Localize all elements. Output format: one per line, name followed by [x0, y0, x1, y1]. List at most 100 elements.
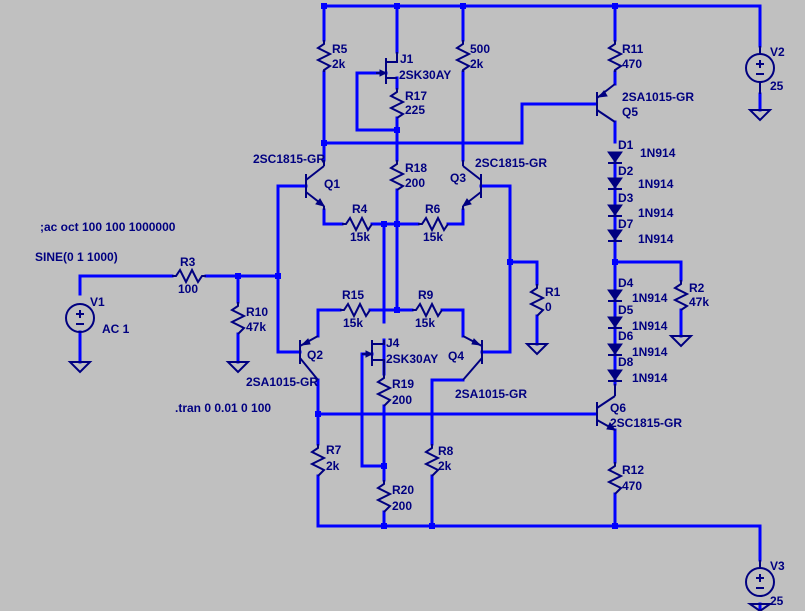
label-r500: 500: [470, 42, 490, 56]
transistor-q5[interactable]: [596, 83, 616, 123]
label-r500-value: 2k: [470, 57, 484, 71]
transistor-q1[interactable]: [305, 160, 326, 210]
diode-d3[interactable]: [607, 204, 623, 217]
voltage-source-v1[interactable]: [65, 303, 95, 333]
label-r7-value: 2k: [326, 459, 340, 473]
label-j1: J1: [400, 52, 414, 66]
label-q4: Q4: [448, 349, 464, 363]
label-d5: D5: [618, 303, 634, 317]
label-r18: R18: [405, 161, 427, 175]
label-r20: R20: [392, 483, 414, 497]
label-d5-model: 1N914: [632, 319, 668, 333]
resistor-r500[interactable]: [454, 40, 472, 72]
label-r8: R8: [438, 444, 454, 458]
label-r8-value: 2k: [438, 459, 452, 473]
label-q3: Q3: [450, 171, 466, 185]
label-d7: D7: [618, 217, 634, 231]
resistor-r1[interactable]: [528, 284, 546, 317]
label-r17-value: 225: [405, 103, 425, 117]
label-r12-value: 470: [622, 479, 642, 493]
label-r12: R12: [622, 463, 644, 477]
label-d7-model: 1N914: [638, 232, 674, 246]
transistor-q4[interactable]: [462, 335, 483, 381]
label-d4: D4: [618, 276, 634, 290]
voltage-source-v2[interactable]: [745, 46, 775, 94]
label-d3: D3: [618, 191, 634, 205]
label-r9-value: 15k: [415, 316, 435, 330]
voltage-source-v3[interactable]: [745, 560, 775, 597]
diode-d4[interactable]: [607, 289, 623, 302]
resistor-r10[interactable]: [229, 302, 247, 335]
resistor-r7[interactable]: [309, 444, 327, 477]
diode-d8[interactable]: [607, 369, 623, 382]
diode-d1[interactable]: [607, 151, 623, 164]
label-r17: R17: [405, 89, 427, 103]
label-r1-value: 0: [545, 300, 552, 314]
label-q2-model: 2SA1015-GR: [246, 375, 318, 389]
label-r5-value: 2k: [332, 57, 346, 71]
ground-symbols: [67, 109, 774, 611]
ac-directive: ;ac oct 100 100 1000000: [40, 220, 176, 234]
label-r10: R10: [246, 305, 268, 319]
label-r11-value: 470: [622, 57, 642, 71]
label-d1-model: 1N914: [640, 146, 676, 160]
resistor-r17[interactable]: [388, 88, 406, 119]
resistor-r2[interactable]: [672, 280, 690, 311]
label-d8: D8: [618, 355, 634, 369]
label-d6-model: 1N914: [632, 345, 668, 359]
label-v3: V3: [770, 559, 785, 573]
diode-d7[interactable]: [607, 229, 623, 242]
label-d6: D6: [618, 329, 634, 343]
label-r11: R11: [622, 42, 644, 56]
resistor-r8[interactable]: [423, 444, 441, 477]
resistor-r15[interactable]: [340, 301, 371, 319]
label-r19-value: 200: [392, 393, 412, 407]
label-v1-ac: AC 1: [102, 322, 130, 336]
label-d1: D1: [618, 138, 634, 152]
label-q5-model: 2SA1015-GR: [622, 90, 694, 104]
resistor-r9[interactable]: [412, 301, 443, 319]
resistor-r3[interactable]: [172, 267, 206, 285]
transistor-q3[interactable]: [461, 160, 482, 210]
sine-source-spec: SINE(0 1 1000): [35, 250, 118, 264]
resistor-r18[interactable]: [388, 160, 406, 191]
label-q3-model: 2SC1815-GR: [475, 156, 547, 170]
label-r5: R5: [332, 42, 348, 56]
resistor-r19[interactable]: [375, 374, 393, 407]
label-r3: R3: [180, 255, 196, 269]
resistor-r6[interactable]: [418, 215, 449, 233]
label-q2: Q2: [307, 348, 323, 362]
label-v3-value: 25: [770, 594, 784, 608]
label-r9: R9: [418, 288, 434, 302]
label-q4-model: 2SA1015-GR: [455, 387, 527, 401]
transistor-q2[interactable]: [299, 335, 319, 381]
label-r15-value: 15k: [343, 316, 363, 330]
label-r19: R19: [392, 377, 414, 391]
label-r2-value: 47k: [689, 295, 709, 309]
diode-d5[interactable]: [607, 316, 623, 329]
label-q6: Q6: [610, 401, 626, 415]
resistor-r20[interactable]: [375, 480, 393, 513]
label-r4: R4: [352, 202, 368, 216]
resistor-r4[interactable]: [342, 215, 373, 233]
label-r4-value: 15k: [350, 230, 370, 244]
label-d3-model: 1N914: [638, 206, 674, 220]
label-v2-value: 25: [770, 79, 784, 93]
diode-d6[interactable]: [607, 343, 623, 356]
diode-d2[interactable]: [607, 177, 623, 190]
resistor-r5[interactable]: [315, 40, 333, 72]
label-v2: V2: [770, 45, 785, 59]
label-r18-value: 200: [405, 176, 425, 190]
label-j4: J4: [386, 336, 400, 350]
jfet-j4[interactable]: [362, 340, 385, 374]
label-q5: Q5: [622, 105, 638, 119]
resistor-r12[interactable]: [606, 462, 624, 495]
label-j1-model: 2SK30AY: [399, 68, 451, 82]
jfet-j1[interactable]: [376, 52, 398, 84]
label-r1: R1: [545, 285, 561, 299]
transistor-q6[interactable]: [596, 384, 617, 431]
resistor-r11[interactable]: [606, 40, 624, 72]
label-r20-value: 200: [392, 499, 412, 513]
